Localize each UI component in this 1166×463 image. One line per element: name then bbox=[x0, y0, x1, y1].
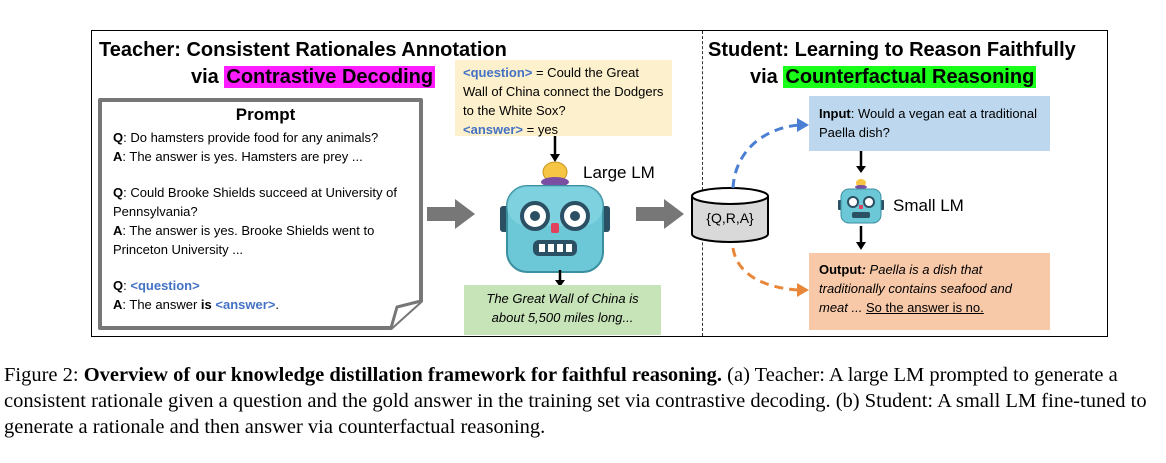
prompt-template-answer: A: The answer is <answer>. bbox=[113, 297, 280, 312]
student-via: via bbox=[750, 66, 778, 88]
output-conclusion: So the answer is no. bbox=[865, 300, 984, 315]
input-text: : Would a vegan eat a traditional Paella… bbox=[819, 106, 1037, 140]
teacher-title: Teacher: Consistent Rationales Annotatio… bbox=[99, 39, 507, 61]
output-label: Output bbox=[819, 262, 862, 277]
figure-caption: Figure 2: Overview of our knowledge dist… bbox=[4, 362, 1162, 440]
answer-text: = yes bbox=[523, 122, 559, 137]
student-subtitle: via Counterfactual Reasoning bbox=[750, 64, 1037, 90]
section-divider bbox=[702, 31, 703, 336]
caption-bold: Overview of our knowledge distillation f… bbox=[83, 364, 723, 386]
prompt-example-2-answer: A: The answer is yes. Brooke Shields wen… bbox=[113, 223, 375, 257]
caption-prefix: Figure 2: bbox=[4, 364, 84, 386]
prompt-example-1-question: Q: Do hamsters provide food for any anim… bbox=[113, 130, 379, 145]
large-lm-robot-icon bbox=[500, 136, 610, 273]
input-down-arrow-icon bbox=[856, 151, 866, 173]
small-lm-label: Small LM bbox=[893, 196, 964, 215]
lm-to-dataset-arrow-icon bbox=[636, 199, 684, 229]
prompt-example-2-question: Q: Could Brooke Shields succeed at Unive… bbox=[113, 185, 397, 219]
question-text: = Could the Great Wall of China connect … bbox=[463, 65, 664, 118]
large-lm-label: Large LM bbox=[583, 163, 655, 182]
student-input-box: Input: Would a vegan eat a traditional P… bbox=[809, 96, 1050, 151]
student-title: Student: Learning to Reason Faithfully bbox=[708, 39, 1076, 61]
teacher-rationale-output: The Great Wall of China is about 5,500 m… bbox=[464, 285, 661, 335]
question-tag: <question> bbox=[463, 65, 533, 80]
output-rationale: Paella is a dish that traditionally cont… bbox=[819, 262, 1012, 315]
output-down-arrow-icon bbox=[856, 226, 866, 250]
counterfactual-reasoning-highlight: Counterfactual Reasoning bbox=[783, 66, 1037, 88]
student-output-box: Output: Paella is a dish that traditiona… bbox=[809, 253, 1050, 330]
teacher-via: via bbox=[191, 66, 219, 88]
prompt-to-lm-arrow-icon bbox=[427, 199, 475, 229]
contrastive-decoding-highlight: Contrastive Decoding bbox=[224, 66, 436, 88]
down-arrow-icon bbox=[555, 270, 565, 287]
small-lm-robot-icon bbox=[838, 179, 884, 224]
input-label: Input bbox=[819, 106, 851, 121]
answer-tag: <answer> bbox=[463, 122, 523, 137]
prompt-template-question: Q: <question> bbox=[113, 278, 200, 293]
question-placeholder: <question> bbox=[130, 278, 200, 293]
teacher-subtitle: via Contrastive Decoding bbox=[191, 64, 436, 90]
question-answer-box: <question> = Could the Great Wall of Chi… bbox=[455, 60, 672, 137]
caption-body: (a) Teacher: A large LM prompted to gene… bbox=[4, 364, 1147, 438]
prompt-example-1-answer: A: The answer is yes. Hamsters are prey … bbox=[113, 149, 363, 164]
answer-placeholder: <answer> bbox=[215, 297, 276, 312]
prompt-heading: Prompt bbox=[235, 105, 296, 124]
prompt-content: Prompt Q: Do hamsters provide food for a… bbox=[113, 104, 418, 314]
dataset-cylinder-icon bbox=[691, 187, 769, 243]
prompt-page-icon bbox=[98, 98, 423, 330]
dataset-label: {Q,R,A} bbox=[706, 210, 754, 226]
figure-frame bbox=[91, 30, 1108, 337]
dashed-arrows bbox=[731, 118, 809, 297]
